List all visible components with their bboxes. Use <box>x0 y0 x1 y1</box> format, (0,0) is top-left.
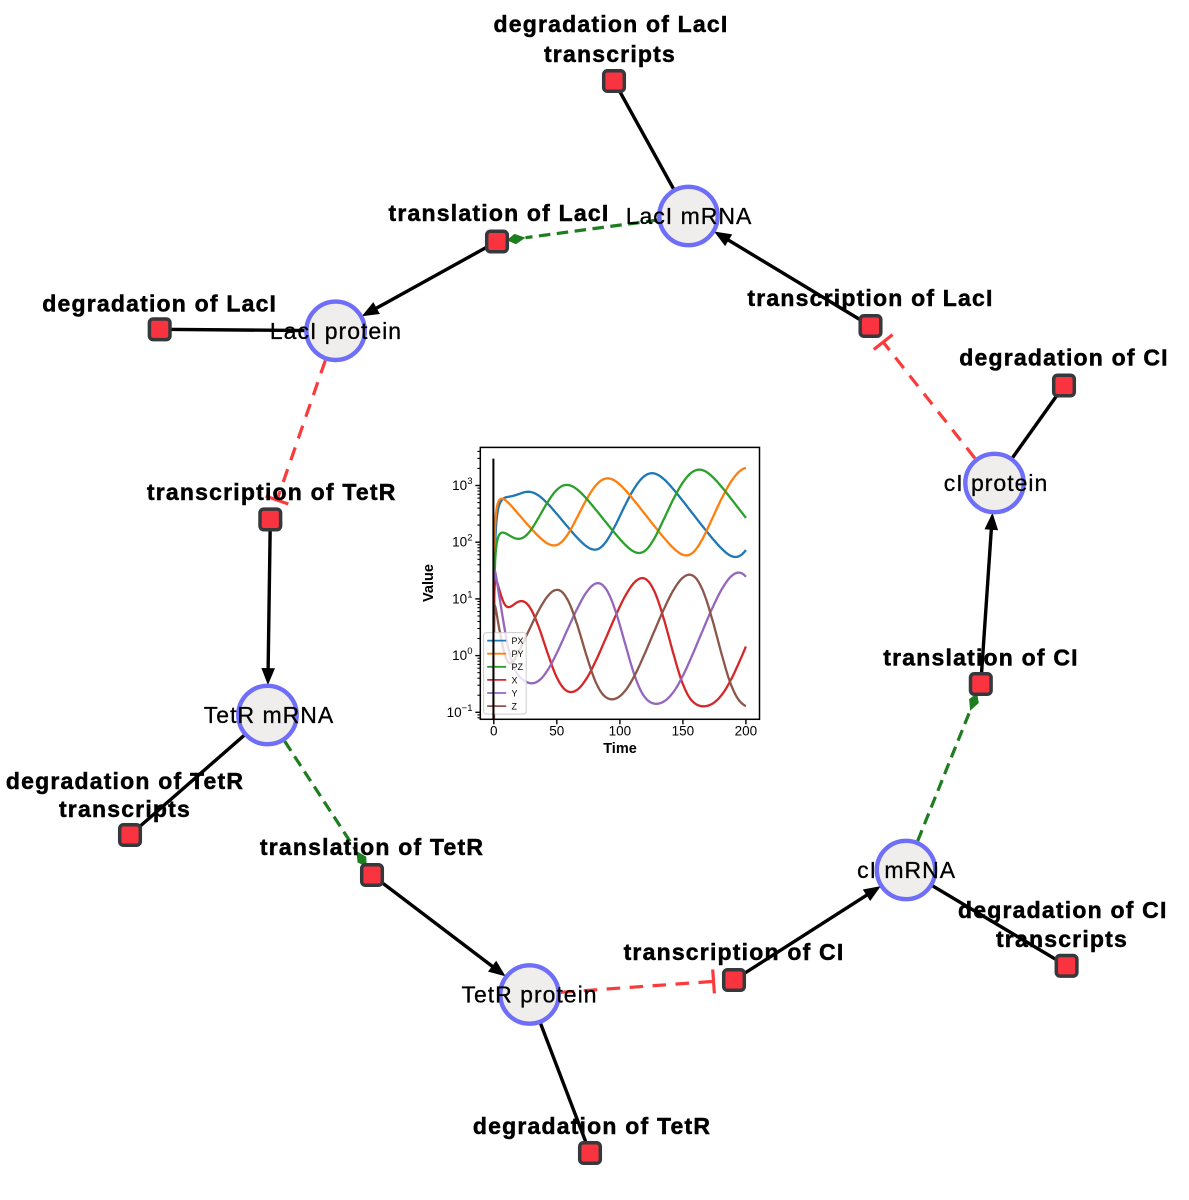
svg-text:transcripts: transcripts <box>996 926 1128 952</box>
svg-text:X: X <box>512 675 518 685</box>
svg-text:150: 150 <box>672 723 695 738</box>
svg-text:degradation of CI: degradation of CI <box>959 345 1169 371</box>
svg-text:translation of LacI: translation of LacI <box>389 200 610 226</box>
svg-text:degradation of TetR: degradation of TetR <box>6 768 244 794</box>
svg-text:PX: PX <box>512 636 524 646</box>
svg-text:LacI mRNA: LacI mRNA <box>626 203 753 229</box>
svg-text:TetR protein: TetR protein <box>461 982 597 1008</box>
svg-text:cI mRNA: cI mRNA <box>857 857 956 883</box>
svg-text:cI protein: cI protein <box>944 470 1049 496</box>
svg-text:Time: Time <box>603 741 637 757</box>
svg-text:Y: Y <box>512 688 518 698</box>
svg-text:degradation of TetR: degradation of TetR <box>473 1113 711 1139</box>
svg-text:PZ: PZ <box>512 662 524 672</box>
svg-text:PY: PY <box>512 649 524 659</box>
svg-text:translation of CI: translation of CI <box>883 645 1078 671</box>
svg-text:Value: Value <box>421 564 437 602</box>
svg-text:transcription of LacI: transcription of LacI <box>747 285 993 311</box>
svg-text:TetR mRNA: TetR mRNA <box>204 702 334 728</box>
svg-text:transcription of CI: transcription of CI <box>624 939 845 965</box>
svg-text:transcripts: transcripts <box>544 41 676 67</box>
svg-text:100: 100 <box>609 723 632 738</box>
svg-text:degradation of LacI: degradation of LacI <box>494 11 729 37</box>
svg-text:0: 0 <box>490 723 498 738</box>
svg-text:50: 50 <box>549 723 564 738</box>
svg-text:Z: Z <box>512 702 518 712</box>
svg-text:transcripts: transcripts <box>59 796 191 822</box>
svg-text:transcription of TetR: transcription of TetR <box>147 479 397 505</box>
svg-text:200: 200 <box>735 723 758 738</box>
svg-text:translation of TetR: translation of TetR <box>260 834 484 860</box>
svg-text:degradation of CI: degradation of CI <box>958 897 1168 923</box>
svg-text:degradation of LacI: degradation of LacI <box>42 291 277 317</box>
svg-text:LacI protein: LacI protein <box>270 318 402 344</box>
